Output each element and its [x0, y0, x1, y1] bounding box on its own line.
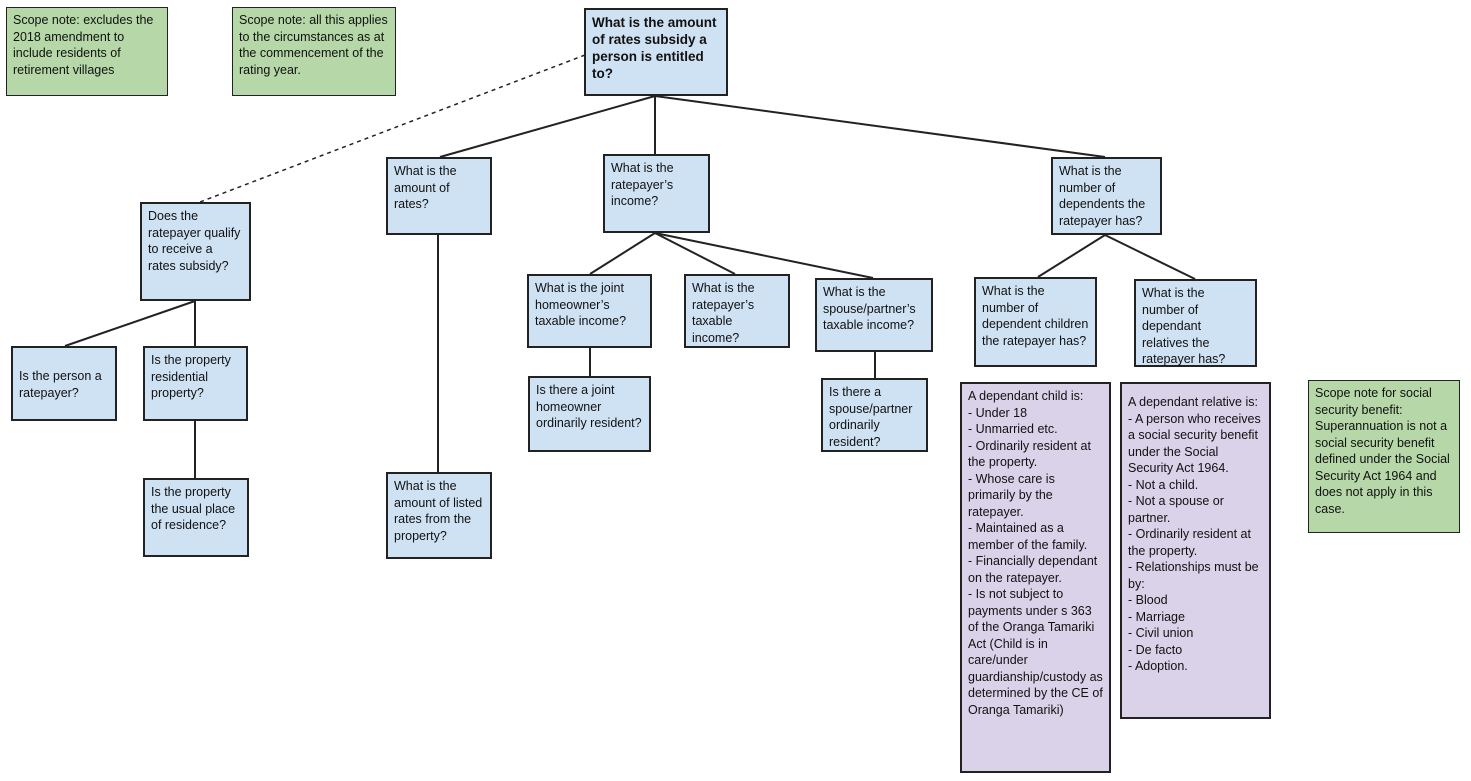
dependent-children-node: What is the number of dependent children… — [974, 277, 1097, 367]
number-of-dependents-node: What is the number of dependents the rat… — [1051, 157, 1162, 235]
qualify-node: Does the ratepayer qualify to receive a … — [140, 202, 251, 301]
scope-note-circumstances: Scope note: all this applies to the circ… — [232, 7, 396, 96]
link-qualify-ratepayer — [64, 300, 196, 347]
spouse-resident-node: Is there a spouse/partner ordinarily res… — [821, 378, 928, 452]
link-root-dependents — [654, 95, 1106, 158]
dependant-child-definition: A dependant child is: - Under 18 - Unmar… — [960, 382, 1111, 773]
residential-property-node: Is the property residential property? — [143, 346, 248, 421]
link-income-taxable — [654, 232, 736, 275]
ratepayer-taxable-income-node: What is the ratepayer’s taxable income? — [684, 274, 790, 348]
ratepayer-income-node: What is the ratepayer’s income? — [603, 154, 710, 233]
joint-homeowner-income-node: What is the joint homeowner’s taxable in… — [527, 274, 652, 348]
spouse-income-node: What is the spouse/partner’s taxable inc… — [815, 278, 933, 352]
amount-of-rates-node: What is the amount of rates? — [386, 157, 492, 235]
scope-note-amendment: Scope note: excludes the 2018 amendment … — [6, 7, 168, 96]
listed-rates-node: What is the amount of listed rates from … — [386, 472, 492, 559]
dependant-relative-definition: A dependant relative is: - A person who … — [1120, 382, 1271, 719]
dependant-relatives-node: What is the number of dependant relative… — [1134, 279, 1257, 367]
is-ratepayer-node: Is the person a ratepayer? — [11, 346, 117, 421]
link-income-joint — [589, 232, 656, 275]
link-dependents-children — [1037, 234, 1106, 278]
usual-residence-node: Is the property the usual place of resid… — [143, 478, 249, 557]
scope-note-social-security: Scope note for social security benefit: … — [1308, 380, 1460, 533]
root-question-node: What is the amount of rates subsidy a pe… — [584, 8, 728, 96]
link-root-rates — [439, 95, 656, 158]
link-income-spouse — [654, 232, 874, 279]
link-dependents-relatives — [1104, 234, 1196, 280]
joint-homeowner-resident-node: Is there a joint homeowner ordinarily re… — [528, 376, 651, 452]
